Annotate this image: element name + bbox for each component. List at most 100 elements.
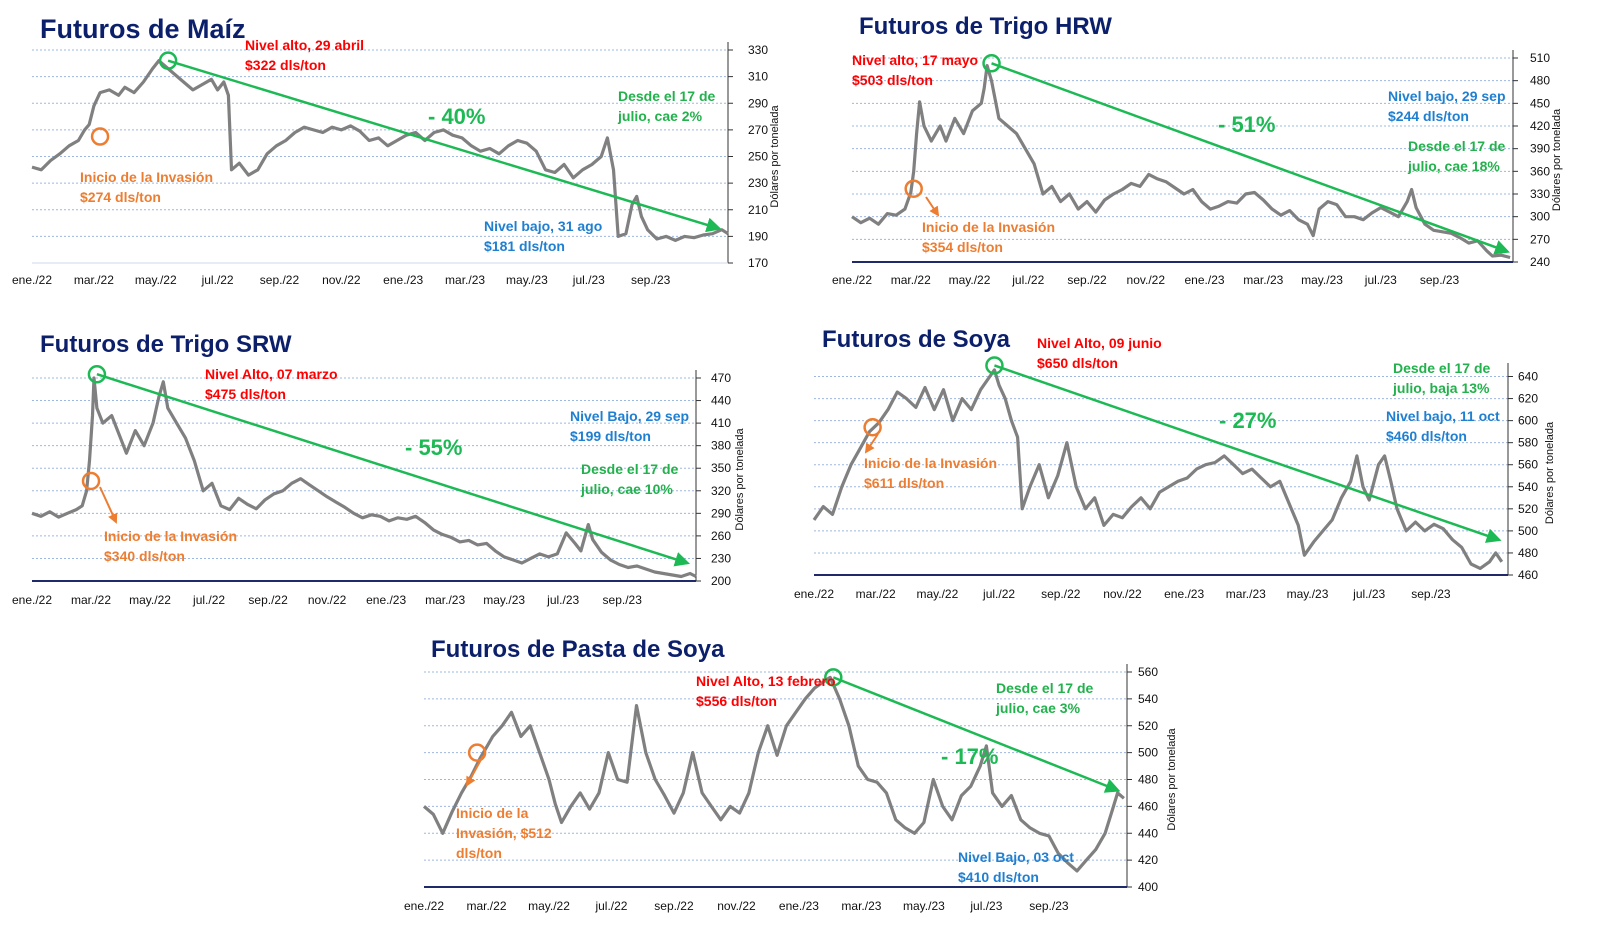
y-tick-label: 500	[1138, 746, 1158, 760]
high-point-marker	[158, 51, 178, 70]
annotation-since-july: Desde el 17 de	[581, 461, 678, 477]
price-series-line	[31, 59, 729, 242]
annotation-high: Nivel Alto, 07 marzo	[205, 366, 338, 382]
annotation-high: Nivel alto, 29 abril	[245, 37, 364, 53]
x-tick-label: jul./22	[201, 273, 234, 287]
x-tick-label: sep./23	[1029, 899, 1069, 913]
y-tick-label: 210	[748, 203, 768, 217]
y-tick-label: 600	[1518, 414, 1538, 428]
x-tick-label: sep./23	[1420, 273, 1460, 287]
x-tick-label: ene./22	[12, 593, 52, 607]
x-tick-label: ene./22	[794, 587, 834, 601]
y-tick-label: 470	[711, 371, 731, 385]
chart-panel-maiz: Futuros de Maíz1701902102302502702903103…	[12, 14, 781, 287]
y-tick-label: 410	[711, 416, 731, 430]
x-tick-label: jul./22	[982, 587, 1015, 601]
x-tick-label: sep./22	[260, 273, 300, 287]
x-tick-label: jul./23	[546, 593, 579, 607]
x-tick-label: may./23	[1287, 587, 1329, 601]
y-tick-label: 480	[1518, 546, 1538, 560]
y-tick-label: 520	[1518, 502, 1538, 516]
y-tick-label: 560	[1138, 665, 1158, 679]
y-tick-label: 520	[1138, 719, 1158, 733]
x-tick-label: may./22	[949, 273, 991, 287]
chart-title: Futuros de Trigo SRW	[40, 331, 292, 358]
y-tick-label: 400	[1138, 880, 1158, 894]
annotation-low: Nivel bajo, 29 sep	[1388, 88, 1506, 104]
invasion-point-marker	[863, 417, 882, 437]
price-series-line	[422, 675, 1125, 873]
invasion-arrow	[925, 196, 940, 217]
x-tick-label: nov./22	[308, 593, 347, 607]
annotation-invasion: $274 dls/ton	[80, 189, 161, 205]
chart-title: Futuros de Pasta de Soya	[431, 636, 725, 663]
trend-arrow	[167, 59, 722, 233]
x-tick-label: ene./22	[404, 899, 444, 913]
y-tick-label: 480	[1138, 773, 1158, 787]
y-tick-label: 620	[1518, 392, 1538, 406]
annotation-low: $410 dls/ton	[958, 869, 1039, 885]
y-tick-label: 380	[711, 439, 731, 453]
annotation-invasion: dls/ton	[456, 845, 502, 861]
x-tick-label: mar./22	[856, 587, 896, 601]
y-axis-title: Dólares por tonelada	[769, 105, 781, 208]
y-tick-label: 260	[711, 529, 731, 543]
x-tick-label: may./22	[135, 273, 177, 287]
x-tick-label: may./22	[916, 587, 958, 601]
x-tick-label: jul./22	[192, 593, 225, 607]
x-tick-label: sep./22	[248, 593, 288, 607]
x-tick-label: may./23	[483, 593, 525, 607]
annotation-high: $475 dls/ton	[205, 386, 286, 402]
x-tick-label: sep./22	[1041, 587, 1081, 601]
annotation-low: Nivel bajo, 11 oct	[1386, 408, 1500, 424]
y-tick-label: 330	[748, 43, 768, 57]
y-axis-title: Dólares por tonelada	[1551, 108, 1563, 211]
y-tick-label: 640	[1518, 370, 1538, 384]
annotation-since-july: Desde el 17 de	[996, 680, 1093, 696]
annotation-invasion: Inicio de la Invasión	[922, 219, 1055, 235]
y-tick-label: 460	[1518, 568, 1538, 582]
x-tick-label: ene./23	[383, 273, 423, 287]
y-tick-label: 450	[1530, 96, 1550, 110]
y-tick-label: 270	[748, 123, 768, 137]
annotation-since-july: Desde el 17 de	[618, 88, 715, 104]
y-tick-label: 440	[711, 394, 731, 408]
x-tick-label: mar./23	[841, 899, 881, 913]
annotation-high: $556 dls/ton	[696, 693, 777, 709]
annotation-since-july: julio, cae 3%	[995, 700, 1081, 716]
annotation-low: $460 dls/ton	[1386, 428, 1467, 444]
annotation-low: Nivel Bajo, 29 sep	[570, 408, 689, 424]
trend-arrow	[96, 373, 691, 567]
y-tick-label: 510	[1530, 51, 1550, 65]
annotation-low: $244 dls/ton	[1388, 108, 1469, 124]
y-tick-label: 290	[748, 96, 768, 110]
x-tick-label: jul./23	[969, 899, 1002, 913]
x-tick-label: may./23	[1301, 273, 1343, 287]
x-tick-label: jul./22	[1011, 273, 1044, 287]
y-tick-label: 320	[711, 484, 731, 498]
annotation-high: $503 dls/ton	[852, 72, 933, 88]
annotation-invasion: Inicio de la Invasión	[864, 455, 997, 471]
x-tick-label: mar./23	[1243, 273, 1283, 287]
chart-panel-srw: Futuros de Trigo SRW20023026029032035038…	[12, 331, 746, 607]
annotation-low: Nivel Bajo, 03 oct	[958, 849, 1074, 865]
x-tick-label: mar./22	[891, 273, 931, 287]
invasion-point-marker	[467, 743, 487, 762]
y-axis-title: Dólares por tonelada	[1544, 421, 1556, 524]
y-tick-label: 240	[1530, 255, 1550, 269]
x-tick-label: jul./23	[1352, 587, 1385, 601]
x-tick-label: jul./22	[594, 899, 627, 913]
x-tick-label: may./23	[506, 273, 548, 287]
trend-arrow	[994, 364, 1502, 543]
x-tick-label: sep./22	[654, 899, 694, 913]
y-tick-label: 230	[711, 551, 731, 565]
y-tick-label: 190	[748, 229, 768, 243]
y-tick-label: 200	[711, 574, 731, 588]
x-tick-label: mar./23	[445, 273, 485, 287]
chart-panel-hrw: Futuros de Trigo HRW24027030033036039042…	[832, 13, 1563, 287]
chart-title: Futuros de Trigo HRW	[859, 13, 1112, 40]
y-tick-label: 500	[1518, 524, 1538, 538]
y-tick-label: 580	[1518, 436, 1538, 450]
y-tick-label: 480	[1530, 74, 1550, 88]
